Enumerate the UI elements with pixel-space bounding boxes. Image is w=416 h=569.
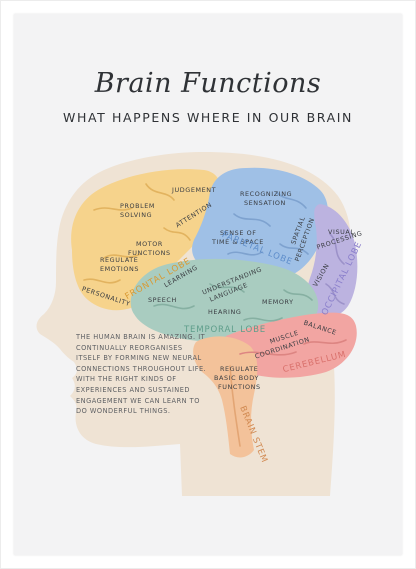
label-body-functions: FUNCTIONS bbox=[218, 383, 261, 391]
brain-stem bbox=[193, 336, 258, 458]
brain-blurb: THE HUMAN BRAIN IS AMAZING. IT CONTINUAL… bbox=[76, 333, 207, 416]
label-solving: SOLVING bbox=[120, 211, 152, 219]
cerebellum bbox=[223, 312, 357, 378]
label-problem: PROBLEM bbox=[120, 202, 155, 210]
label-judgement: JUDGEMENT bbox=[171, 186, 216, 194]
label-hearing: HEARING bbox=[208, 308, 241, 316]
brain-diagram: JUDGEMENT PROBLEM SOLVING ATTENTION MOTO… bbox=[36, 152, 364, 496]
label-time-space: TIME & SPACE bbox=[211, 238, 264, 246]
label-motor: MOTOR bbox=[136, 240, 163, 248]
page-title: Brain Functions bbox=[94, 68, 322, 99]
page-subtitle: WHAT HAPPENS WHERE IN OUR BRAIN bbox=[63, 110, 353, 125]
label-speech: SPEECH bbox=[148, 296, 177, 304]
occipital-lobe bbox=[306, 204, 358, 317]
label-basic-body: BASIC BODY bbox=[214, 374, 259, 382]
label-regulate-basic: REGULATE bbox=[220, 365, 258, 373]
label-recognizing: RECOGNIZING bbox=[240, 190, 292, 198]
label-visual: VISUAL bbox=[328, 228, 355, 236]
brain-folds bbox=[83, 183, 347, 447]
frontal-lobe bbox=[71, 169, 222, 311]
label-motor-functions: FUNCTIONS bbox=[128, 249, 171, 257]
lobe-label-temporal: TEMPORAL LOBE bbox=[183, 325, 266, 335]
parietal-lobe bbox=[192, 167, 329, 282]
label-sensation: SENSATION bbox=[244, 199, 286, 207]
poster: Brain Functions WHAT HAPPENS WHERE IN OU… bbox=[14, 14, 402, 555]
function-labels: JUDGEMENT PROBLEM SOLVING ATTENTION MOTO… bbox=[81, 186, 363, 391]
label-regulate: REGULATE bbox=[100, 256, 138, 264]
label-sense-of: SENSE OF bbox=[220, 229, 257, 237]
label-memory: MEMORY bbox=[262, 298, 294, 306]
label-emotions: EMOTIONS bbox=[100, 265, 139, 273]
